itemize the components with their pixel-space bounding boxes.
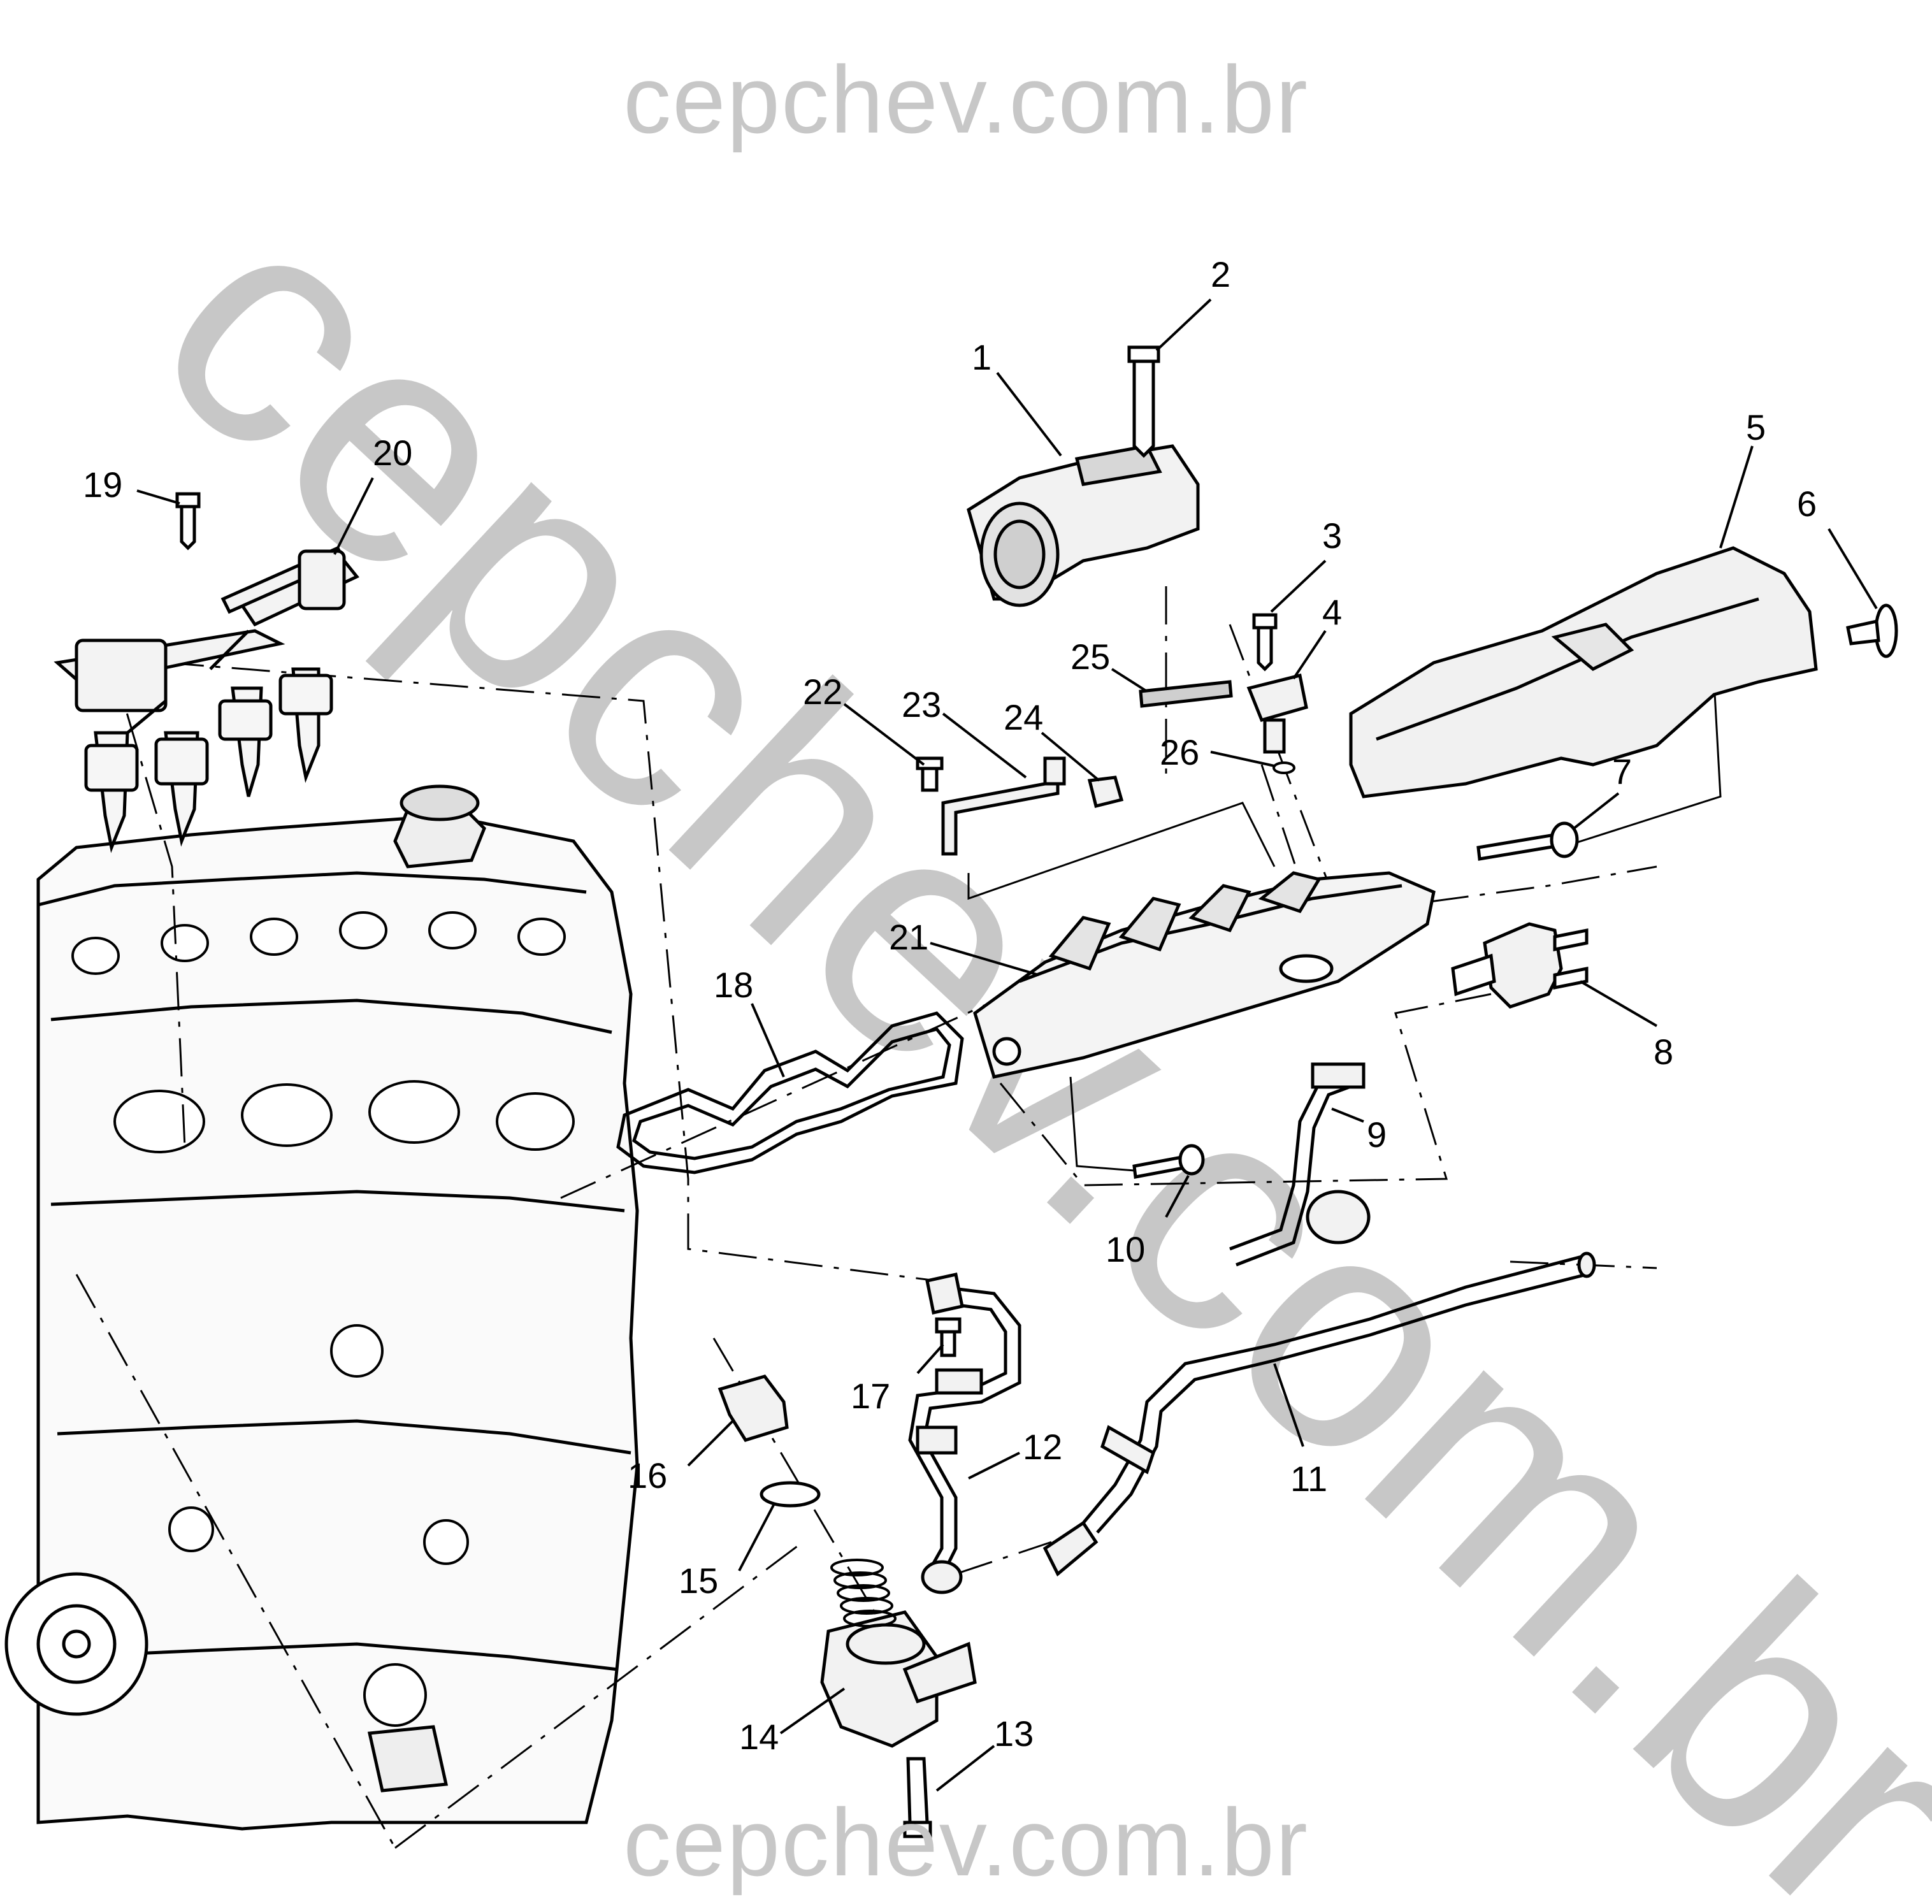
callout-7: 7 xyxy=(1612,751,1632,791)
callout-18: 18 xyxy=(714,965,753,1005)
bolt-19 xyxy=(175,492,201,551)
purge-solenoid xyxy=(1451,922,1589,1009)
callout-24: 24 xyxy=(1004,697,1043,737)
bolt-6 xyxy=(1846,603,1898,658)
bolt-7 xyxy=(1476,821,1579,861)
bracket-lines xyxy=(967,681,1722,1174)
bolt-13 xyxy=(903,1757,932,1838)
callout-16: 16 xyxy=(628,1455,667,1496)
callout-25: 25 xyxy=(1071,637,1110,677)
bolt-22 xyxy=(916,756,944,792)
callout-21: 21 xyxy=(889,917,928,957)
callout-1: 1 xyxy=(972,337,991,377)
o-ring-26 xyxy=(1272,761,1295,774)
callout-9: 9 xyxy=(1367,1114,1387,1155)
callout-5: 5 xyxy=(1746,407,1766,447)
intake-manifold xyxy=(973,871,1436,1079)
clip-24 xyxy=(1087,775,1124,809)
fuel-line-11 xyxy=(1042,1251,1596,1576)
callout-labels: 1 2 3 4 5 6 7 8 9 10 11 12 13 14 15 16 1… xyxy=(83,254,1817,1757)
callout-2: 2 xyxy=(1211,254,1230,294)
callout-17: 17 xyxy=(851,1376,890,1416)
callout-15: 15 xyxy=(679,1561,718,1601)
fuel-pump xyxy=(820,1610,977,1748)
callout-22: 22 xyxy=(803,672,842,712)
fuel-rail-assembly xyxy=(54,545,359,853)
callout-20: 20 xyxy=(373,433,412,473)
fuel-line-12 xyxy=(908,1273,1021,1594)
callout-3: 3 xyxy=(1322,516,1342,556)
callout-10: 10 xyxy=(1106,1229,1145,1269)
callout-12: 12 xyxy=(1023,1427,1062,1467)
intake-cover xyxy=(1349,546,1818,798)
callout-8: 8 xyxy=(1654,1032,1673,1072)
seal-15 xyxy=(760,1481,821,1508)
leader-lines xyxy=(136,298,1878,1792)
sensor-4 xyxy=(1246,673,1308,754)
seal-25 xyxy=(1139,680,1233,708)
callout-23: 23 xyxy=(902,684,941,725)
bolt-17 xyxy=(935,1317,962,1357)
watermark-bottom: cepchev.com.br xyxy=(623,1789,1309,1896)
gasket-18 xyxy=(616,1011,964,1174)
hose-9 xyxy=(1229,1062,1371,1267)
callout-13: 13 xyxy=(994,1713,1034,1754)
callout-19: 19 xyxy=(83,465,122,505)
bolt-10 xyxy=(1132,1144,1205,1179)
callout-26: 26 xyxy=(1160,732,1199,772)
callout-11: 11 xyxy=(1290,1459,1327,1499)
pump-spring xyxy=(830,1559,897,1627)
bracket-23 xyxy=(941,756,1066,856)
callout-6: 6 xyxy=(1797,484,1817,524)
bolt-2 xyxy=(1127,345,1160,458)
callout-14: 14 xyxy=(739,1717,779,1757)
engine-block xyxy=(4,784,639,1831)
throttle-body xyxy=(967,444,1200,607)
cup-16 xyxy=(717,1374,789,1442)
bolt-3 xyxy=(1252,613,1278,672)
callout-4: 4 xyxy=(1322,592,1342,632)
watermark-top: cepchev.com.br xyxy=(623,46,1309,153)
